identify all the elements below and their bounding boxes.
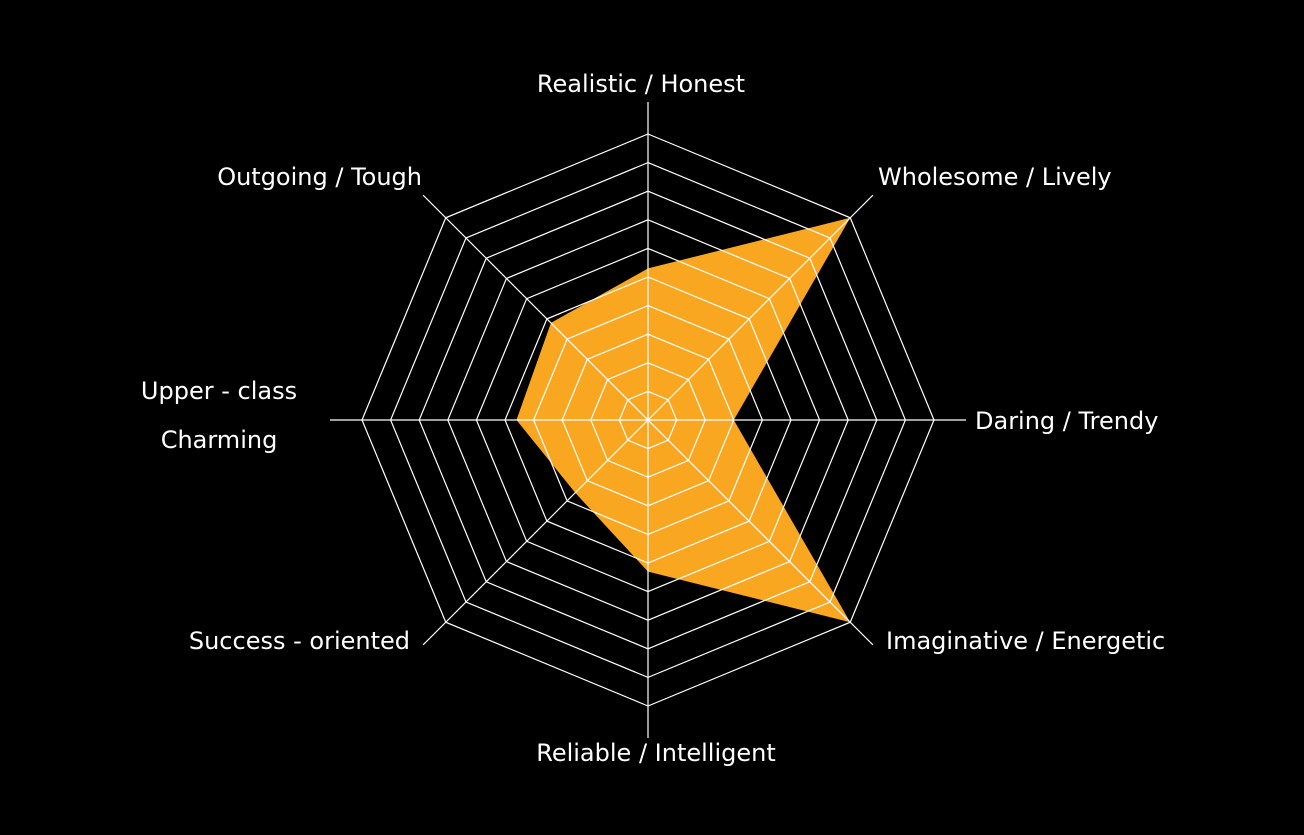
label-layer: Realistic / Honest Wholesome / Lively Da…: [141, 70, 1165, 767]
axis-spoke: [422, 194, 649, 421]
grid-layer: [330, 102, 966, 738]
grid-ring: [590, 362, 706, 478]
axis-label-realistic-honest: Realistic / Honest: [537, 70, 745, 98]
axis-label-daring-trendy: Daring / Trendy: [975, 407, 1158, 435]
axis-label-wholesome-lively: Wholesome / Lively: [878, 163, 1112, 191]
grid-ring: [361, 133, 935, 707]
axis-label-imaginative-energetic: Imaginative / Energetic: [886, 627, 1165, 655]
axis-label-upper-class: Upper - class: [141, 377, 297, 405]
axis-label-success-oriented: Success - oriented: [189, 627, 410, 655]
grid-ring: [504, 276, 792, 564]
grid-ring: [389, 161, 907, 679]
grid-ring: [532, 304, 764, 536]
axis-label-outgoing-tough: Outgoing / Tough: [217, 163, 422, 191]
grid-ring: [475, 247, 821, 593]
grid-ring: [418, 190, 878, 650]
axis-spoke: [647, 194, 874, 421]
axis-spoke: [422, 419, 649, 646]
grid-ring: [618, 390, 678, 450]
axis-spoke: [647, 419, 874, 646]
grid-ring: [447, 219, 849, 621]
axis-label-reliable-intelligent: Reliable / Intelligent: [536, 739, 776, 767]
grid-ring: [561, 333, 735, 507]
axis-label-charming: Charming: [161, 426, 278, 454]
